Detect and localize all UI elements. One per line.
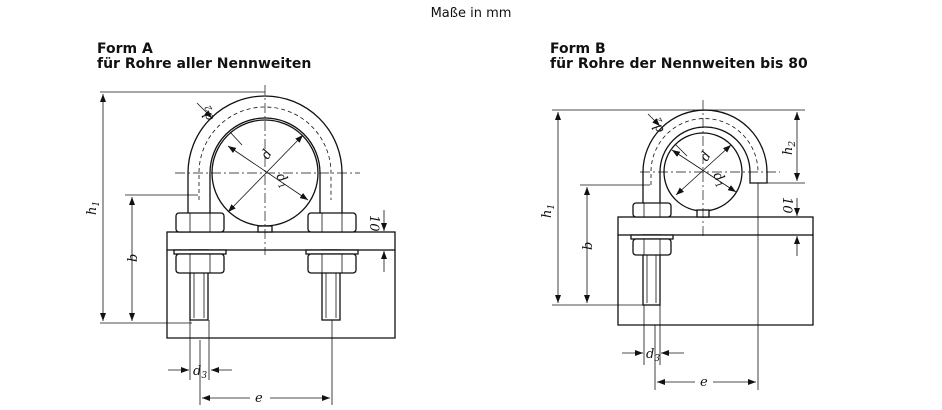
form-a-u-bolt-outer	[187, 95, 343, 232]
form-b-label-d2: d2	[647, 115, 669, 136]
units-note: Maße in mm	[430, 6, 512, 21]
form-a-title: Form A	[97, 41, 153, 57]
form-b-label-h1: h1	[540, 204, 557, 218]
form-a-label-10: 10	[366, 215, 381, 232]
form-a-drawing: h1 b d d1 d2 10 d3 e	[85, 85, 396, 406]
form-b-label-10: 10	[779, 197, 794, 214]
form-b-label-d3: d3	[646, 347, 660, 364]
form-a-label-e: e	[255, 391, 263, 406]
form-b-plate	[617, 216, 814, 236]
form-b-label-e: e	[700, 375, 708, 390]
form-a-subtitle: für Rohre aller Nennweiten	[97, 56, 312, 72]
form-b-support-block	[617, 235, 814, 326]
form-b-label-h2: h2	[781, 141, 798, 155]
form-a-support-block	[166, 250, 396, 339]
form-b-nuts	[630, 202, 674, 256]
form-b-heading: Form B für Rohre der Nennweiten bis 80	[550, 42, 808, 72]
form-a-label-b: b	[126, 254, 141, 262]
form-a-heading: Form A für Rohre aller Nennweiten	[97, 42, 311, 72]
form-a-plate	[166, 231, 396, 251]
form-b-label-b: b	[581, 242, 596, 250]
form-b-drawing: h1 b h2 d d1 d2 10 d3 e	[540, 100, 814, 390]
form-b-subtitle: für Rohre der Nennweiten bis 80	[550, 56, 808, 72]
form-a-label-h1: h1	[85, 201, 102, 215]
form-a-nuts	[173, 212, 359, 274]
form-b-title: Form B	[550, 41, 606, 57]
form-a-label-d3: d3	[193, 364, 207, 381]
